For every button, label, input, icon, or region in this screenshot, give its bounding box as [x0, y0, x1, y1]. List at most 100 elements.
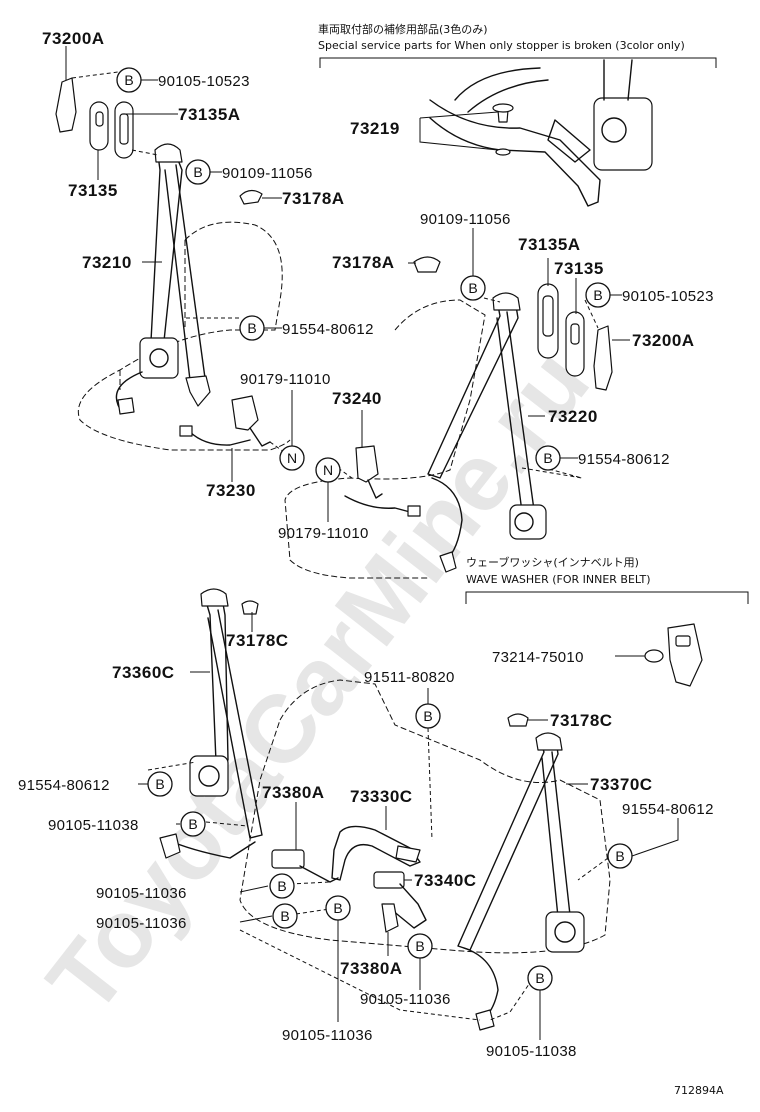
part-73240-buckle: [355, 445, 379, 483]
label-73200a-2: 73200A: [632, 331, 695, 350]
lead-91554-4: [631, 818, 679, 857]
part-73330c-belt: [331, 825, 421, 881]
badge-bolt: B: [147, 771, 173, 797]
front-shoulder-anchor: [154, 143, 183, 163]
label-90105-11036-3: 90105-11036: [360, 991, 451, 1008]
label-73240: 73240: [332, 389, 382, 408]
service-note-jp: 車両取付部の補修用部品(3色のみ): [318, 22, 488, 36]
front-belt-webbing: [149, 154, 183, 361]
lead-90105-11036-1-b: [289, 881, 331, 885]
part-73360c-anchor: [200, 588, 229, 607]
label-73178c-2: 73178C: [550, 711, 613, 730]
part-73370c-lap-belt: [463, 947, 499, 1019]
lead-91554-2: [521, 467, 583, 479]
svg-text:B: B: [415, 938, 424, 954]
lead-90105-11036-2: [239, 915, 273, 923]
service-retractor-spool: [601, 117, 627, 143]
part-73380a-buckle-1: [271, 849, 305, 869]
part-73178a-cap-2: [413, 256, 441, 273]
bench-floor-line: [239, 929, 481, 1021]
label-73214-75010: 73214-75010: [492, 649, 584, 666]
svg-text:B: B: [188, 816, 197, 832]
part-73178c-cap-2: [507, 713, 529, 727]
svg-text:B: B: [615, 848, 624, 864]
lead-90179-1-b: [269, 441, 285, 453]
label-73210: 73210: [82, 253, 132, 272]
badge-bolt: B: [585, 282, 611, 308]
rear-shoulder-anchor: [492, 292, 521, 311]
badges: B B B N B B B N B B B B B B B B B: [116, 67, 633, 991]
lead-90105-10523-1: [71, 71, 119, 79]
lead-90105-11038-1: [205, 821, 249, 827]
label-73340c: 73340C: [414, 871, 477, 890]
lead-90105-10523-2: [584, 299, 599, 329]
part-73214-slot: [675, 635, 691, 647]
label-73135a-2: 73135A: [518, 235, 581, 254]
part-73340c-buckle: [373, 871, 405, 889]
wave-washer-group: [465, 591, 749, 687]
buckle-73240-connector: [407, 505, 421, 517]
lead-90109-2-b: [483, 297, 501, 303]
badge-bolt: B: [239, 315, 265, 341]
buckle-73240-cable: [344, 495, 411, 513]
badge-nut: N: [279, 445, 305, 471]
badge-nut: N: [315, 457, 341, 483]
label-91554-80612: 91554-80612: [282, 321, 374, 338]
badge-bolt: B: [180, 811, 206, 837]
badge-bolt: B: [269, 873, 295, 899]
part-73178a-cap: [239, 189, 263, 205]
svg-text:B: B: [543, 450, 552, 466]
service-belt-frame: [429, 99, 601, 207]
rear-retractor-spool: [514, 512, 534, 532]
svg-text:B: B: [468, 280, 477, 296]
service-belt-webbing: [454, 67, 549, 113]
badge-bolt: B: [116, 67, 142, 93]
front-seat-outline: [78, 221, 291, 451]
badge-bolt: B: [415, 703, 441, 729]
bench-seat-group: [159, 588, 611, 1031]
washer-bracket: [465, 591, 749, 604]
front-lower-anchor: [185, 375, 211, 407]
label-90105-10523: 90105-10523: [158, 73, 250, 90]
service-part-group: [319, 57, 717, 207]
buckle-73230-stalk: [249, 427, 271, 447]
lead-90105-11036-1: [239, 885, 269, 893]
part-73330c-tongue: [395, 845, 421, 863]
badge-bolt: B: [607, 843, 633, 869]
label-90105-11036-2: 90105-11036: [96, 915, 187, 932]
wave-washer: [644, 649, 664, 663]
part-73370c-spool: [554, 921, 576, 943]
label-73135-2: 73135: [554, 259, 604, 278]
label-91554-80612-2: 91554-80612: [578, 451, 670, 468]
washer-note-en: WAVE WASHER (FOR INNER BELT): [466, 573, 651, 586]
label-90109-11056: 90109-11056: [222, 165, 313, 182]
label-73230: 73230: [206, 481, 256, 500]
svg-text:B: B: [193, 164, 202, 180]
label-90105-10523-2: 90105-10523: [622, 288, 714, 305]
part-73219-washer: [495, 148, 511, 156]
label-73220: 73220: [548, 407, 598, 426]
badge-bolt: B: [527, 965, 553, 991]
label-90105-11038: 90105-11038: [48, 817, 139, 834]
part-73135-slot: [95, 111, 104, 127]
front-seat-belt-group: [55, 77, 291, 451]
label-91554-80612-4: 91554-80612: [622, 801, 714, 818]
svg-text:B: B: [247, 320, 256, 336]
label-90105-11038-2: 90105-11038: [486, 1043, 577, 1060]
label-73219: 73219: [350, 119, 400, 138]
stopper-knob-head: [492, 103, 514, 113]
label-73178a: 73178A: [282, 189, 345, 208]
label-90105-11036-4: 90105-11036: [282, 1027, 373, 1044]
part-73360c-retractor: [189, 755, 229, 797]
badge-bolt: B: [325, 895, 351, 921]
front-retractor-spool: [149, 348, 169, 368]
service-retractor: [593, 97, 653, 171]
svg-text:B: B: [535, 970, 544, 986]
rear-seat-belt-group: [284, 256, 613, 579]
buckle-73230-connector: [179, 425, 193, 437]
lead-91511-b: [427, 727, 433, 841]
part-73214-buckle: [667, 623, 703, 687]
part-73230-buckle: [231, 395, 259, 431]
part-73380a-buckle-2: [381, 903, 399, 933]
svg-text:B: B: [277, 878, 286, 894]
